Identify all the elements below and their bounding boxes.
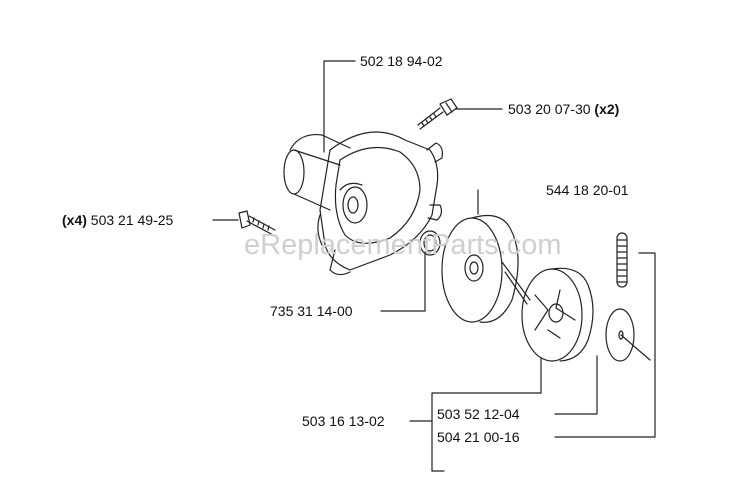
washer (605, 308, 651, 362)
callout-oring: 735 31 14-00 (270, 303, 353, 319)
leader-clutch-lower (554, 355, 598, 415)
clutch-drum (441, 215, 531, 323)
gear-housing (283, 131, 443, 276)
callout-group: 503 16 13-02 (302, 413, 385, 429)
side-screw (238, 210, 276, 236)
leader-housing (323, 60, 356, 153)
qty-side-screw: (x4) (62, 212, 87, 228)
leader-lines (212, 60, 656, 472)
top-screw (417, 98, 458, 130)
o-ring (419, 230, 441, 256)
qty-top-screw: (x2) (594, 101, 620, 117)
callout-clutch-drum: 544 18 20-01 (546, 182, 629, 198)
clutch-assembly (521, 267, 594, 362)
callout-side-screw: (x4) 503 21 49-25 (62, 212, 174, 228)
watermark-text: eReplacementParts.com (244, 229, 562, 261)
leader-clutch (431, 357, 542, 472)
callout-top-screw: 503 20 07-30 (x2) (508, 101, 620, 117)
leader-oring (380, 251, 426, 312)
spring (616, 232, 628, 288)
leader-washer (554, 252, 656, 438)
callout-clutch: 503 52 12-04 (437, 406, 520, 422)
callout-washer: 504 21 00-16 (437, 429, 520, 445)
callout-housing: 502 18 94-02 (360, 53, 443, 69)
